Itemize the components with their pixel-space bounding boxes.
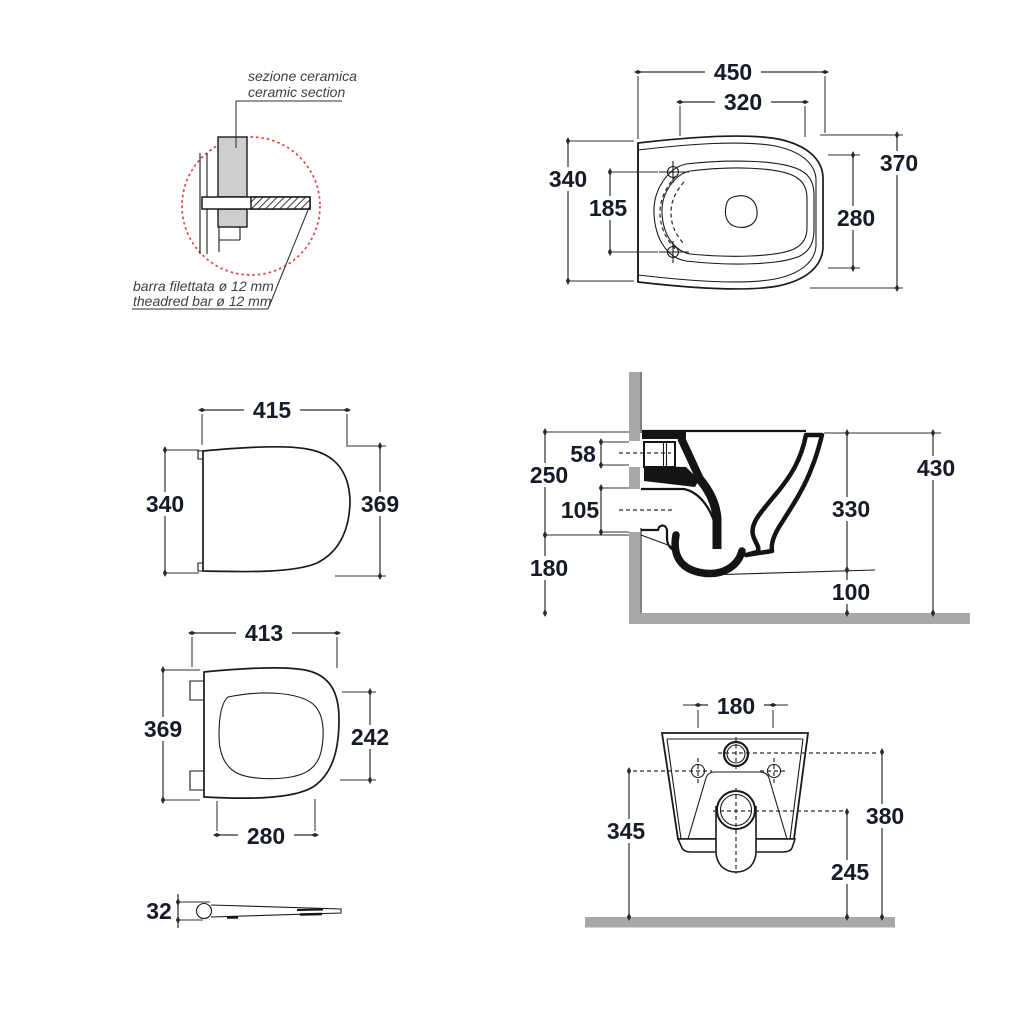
seat-bumper <box>299 912 323 916</box>
seat-cover-top-view: 415 340 369 <box>137 397 408 581</box>
back-wall-band <box>743 432 825 558</box>
rear-view: 180 345 380 245 <box>585 693 913 928</box>
cover-hinge-notch <box>197 450 203 460</box>
seat-outline <box>203 666 340 800</box>
dim-seat-width: 413 <box>245 620 283 646</box>
dim-inner-depth: 280 <box>837 205 875 231</box>
under-silhouette-line <box>640 534 677 549</box>
dim-outlet-span: 105 <box>561 497 600 523</box>
ceramic-section-lower <box>217 208 248 228</box>
dim-seat-opening-width: 280 <box>247 823 285 849</box>
dim-holes-spacing-plan: 185 <box>589 195 628 221</box>
dim-overall-height: 430 <box>917 455 955 481</box>
bar-note-english: theadred bar ø 12 mm <box>133 293 272 309</box>
inlet-duct <box>643 441 676 468</box>
floor <box>629 613 970 624</box>
fixing-hole-marker <box>659 241 689 263</box>
dim-cover-right-height: 369 <box>361 491 399 517</box>
dim-drain-to-floor: 245 <box>831 859 870 885</box>
seat-side-profile-view: 32 <box>142 894 342 928</box>
dim-holes-to-floor: 345 <box>607 818 646 844</box>
seat-profile-detail <box>296 908 324 911</box>
outlet-duct-top <box>641 487 717 525</box>
flush-channel <box>690 469 722 549</box>
outlet-duct-bottom <box>641 524 680 554</box>
dim-inlet-span: 58 <box>570 441 596 467</box>
seat-hinge-tab <box>189 680 204 701</box>
seat-opening-inner-line <box>661 167 808 257</box>
top-view: 450 320 340 185 370 280 <box>540 59 927 293</box>
cover-outline <box>202 445 351 573</box>
bowl-rim-inner-edge <box>637 142 817 283</box>
rim-inner-line <box>666 738 682 840</box>
hidden-edge-arc <box>670 181 685 245</box>
drain-hole <box>724 195 758 228</box>
detail-circle <box>181 136 321 276</box>
dim-cover-width: 415 <box>253 397 292 423</box>
seat-profile-outline <box>210 904 342 918</box>
dim-holes-spacing-rear: 180 <box>717 693 755 719</box>
inlet-top-band <box>642 432 686 439</box>
dim-overall-width: 450 <box>714 59 752 85</box>
rim-inner-line <box>789 738 804 840</box>
trap-u-bend <box>671 531 746 578</box>
side-section-view: 250 180 58 105 430 330 100 <box>521 372 970 624</box>
fixing-hole-marker <box>659 161 689 183</box>
dim-rim-to-outlet: 250 <box>530 462 568 488</box>
seat-opening <box>218 692 324 780</box>
dim-inlet-to-floor: 380 <box>866 803 904 829</box>
inlet-lower-band <box>644 466 699 487</box>
dim-outlet-to-floor: 180 <box>530 555 568 581</box>
inlet-slope <box>677 436 704 481</box>
dim-cover-left-height: 340 <box>146 491 184 517</box>
dim-seat-thickness: 32 <box>146 898 172 924</box>
section-label-english: ceramic section <box>248 84 345 100</box>
bar-note-italian: barra filettata ø 12 mm <box>133 278 274 294</box>
floor <box>585 917 895 928</box>
dim-seat-opening-height: 242 <box>351 724 389 750</box>
dim-side-depth: 340 <box>549 166 587 192</box>
dim-inner-width: 320 <box>724 89 762 115</box>
dim-bowl-to-floor: 100 <box>832 579 870 605</box>
dim-bowl-depth: 330 <box>832 496 870 522</box>
threaded-bar-thread <box>250 196 311 210</box>
seat-opening-outline <box>653 160 815 265</box>
note-leader-line <box>267 209 309 310</box>
section-label-italian: sezione ceramica <box>248 68 357 84</box>
dim-overall-depth: 370 <box>880 150 918 176</box>
seat-hinge-tab <box>189 770 204 791</box>
dim-seat-height: 369 <box>144 716 182 742</box>
cover-hinge-notch <box>197 562 203 572</box>
detail-callout-view: sezione ceramica ceramic section barra f… <box>132 68 357 310</box>
seat-ring-view: 413 369 242 280 <box>135 620 398 849</box>
hinge-knuckle <box>195 902 213 920</box>
pedestal-outline <box>687 771 788 840</box>
ceramic-section-upper <box>217 136 248 198</box>
bowl-outline <box>637 135 824 290</box>
